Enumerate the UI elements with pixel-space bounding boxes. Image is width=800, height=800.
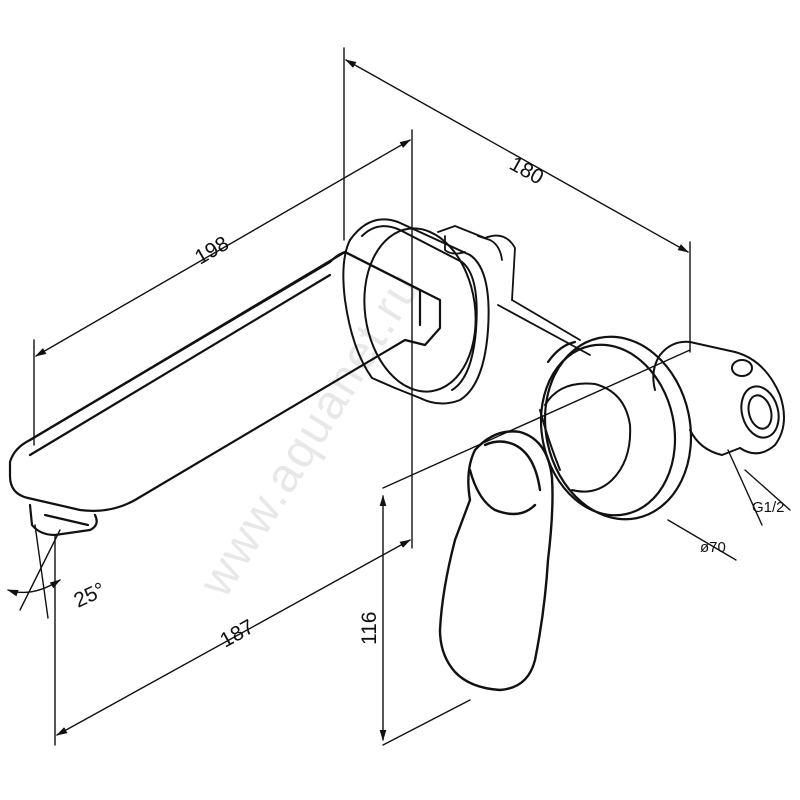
leader-g12-b: [744, 469, 791, 511]
dim-label-180: 180: [506, 152, 548, 189]
dim-label-116: 116: [358, 612, 381, 645]
dim-label-25: 25°: [70, 578, 109, 612]
dim-label-198: 198: [191, 232, 233, 269]
angle-indicator: [6, 524, 61, 619]
dim-label-g12: G1/2: [752, 499, 785, 516]
lever-handle: [438, 430, 554, 692]
leader-g12: [727, 449, 763, 526]
dimension-lines: [35, 59, 791, 742]
dim-line-198: [35, 139, 411, 357]
watermark: www.aquanet.ru: [189, 262, 432, 607]
leader-ø70: [667, 519, 737, 561]
concealed-body: [437, 225, 591, 356]
dim-line-180: [345, 59, 689, 253]
dim-line-187: [56, 539, 411, 736]
inlet-connector: [652, 340, 785, 456]
mixer-rosette: [539, 335, 693, 521]
dim-label-ø70: ø70: [700, 539, 726, 556]
dim-label-187: 187: [216, 615, 258, 652]
cartridge-housing: [539, 382, 632, 493]
